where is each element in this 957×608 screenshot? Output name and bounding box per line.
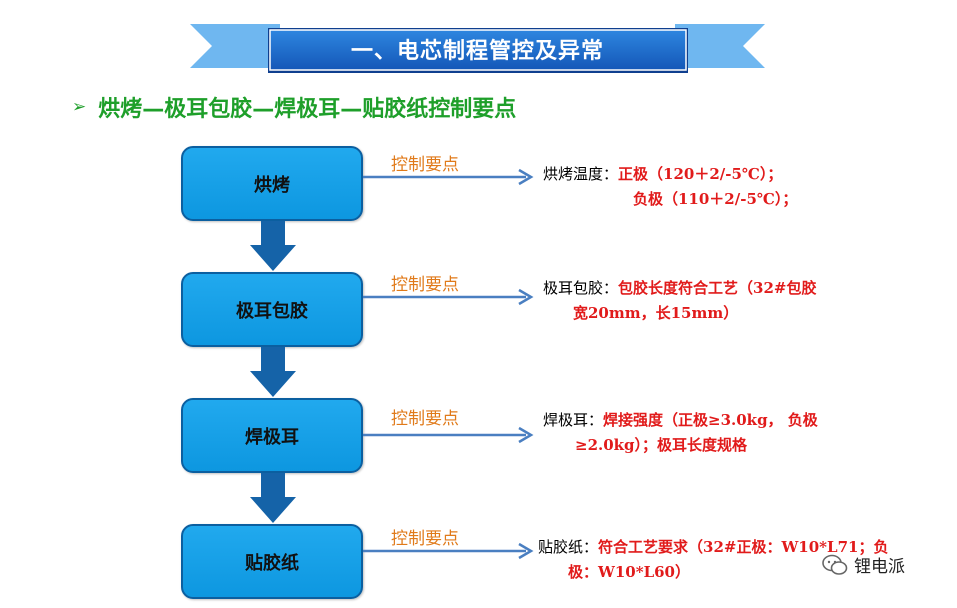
step-box-tab-welding: 焊极耳 [181, 398, 363, 473]
step-box-baking: 烘烤 [181, 146, 363, 221]
detail-tab-welding: 焊极耳：焊接强度（正极≥3.0kg， 负极 ≥2.0kg）；极耳长度规格 [543, 408, 818, 458]
control-points-label: 控制要点 [391, 529, 459, 549]
right-arrow-icon [363, 426, 534, 444]
down-arrow-icon [250, 347, 296, 397]
control-points-label: 控制要点 [391, 155, 459, 175]
detail-value: 正极（120＋2/-5℃）； [618, 165, 783, 183]
detail-baking: 烘烤温度：正极（120＋2/-5℃）； 负极（110＋2/-5℃）； [543, 162, 797, 212]
detail-value: ≥2.0kg）；极耳长度规格 [575, 436, 748, 454]
step-label: 贴胶纸 [245, 552, 299, 574]
detail-label: 烘烤温度： [543, 165, 619, 183]
step-label: 焊极耳 [245, 426, 299, 448]
control-points-label: 控制要点 [391, 275, 459, 295]
title-banner: 一、电芯制程管控及异常 [190, 18, 765, 80]
detail-value: 极：W10*L60） [568, 563, 690, 581]
subtitle-text: 烘烤—极耳包胶—焊极耳—贴胶纸控制要点 [98, 97, 517, 122]
wechat-icon [822, 554, 848, 575]
detail-label: 贴胶纸： [538, 538, 599, 556]
detail-taping: 贴胶纸：符合工艺要求（32#正极：W10*L71；负 极：W10*L60） [538, 535, 888, 585]
watermark-text: 锂电派 [854, 557, 905, 577]
detail-value: 符合工艺要求（32#正极：W10*L71；负 [598, 538, 889, 556]
banner-ribbon [190, 24, 765, 73]
detail-label: 焊极耳： [543, 411, 604, 429]
detail-value: 负极（110＋2/-5℃）； [633, 190, 798, 208]
step-label: 烘烤 [254, 174, 290, 196]
step-label: 极耳包胶 [236, 300, 308, 322]
step-box-taping: 贴胶纸 [181, 524, 363, 599]
detail-tab-taping: 极耳包胶：包胶长度符合工艺（32#包胶 宽20mm，长15mm） [543, 276, 816, 326]
watermark: 锂电派 [822, 552, 905, 577]
banner-title: 一、电芯制程管控及异常 [350, 39, 604, 64]
step-box-tab-taping: 极耳包胶 [181, 272, 363, 347]
detail-value: 包胶长度符合工艺（32#包胶 [618, 279, 817, 297]
down-arrow-icon [250, 221, 296, 271]
right-arrow-icon [363, 168, 534, 186]
section-subtitle: ➢ 烘烤—极耳包胶—焊极耳—贴胶纸控制要点 [72, 92, 516, 122]
right-arrow-icon [363, 288, 534, 306]
detail-value: 焊接强度（正极≥3.0kg， 负极 [603, 411, 818, 429]
control-points-label: 控制要点 [391, 409, 459, 429]
right-arrow-icon [363, 542, 534, 560]
down-arrow-icon [250, 473, 296, 523]
arrow-bullet-icon: ➢ [72, 97, 87, 117]
detail-value: 宽20mm，长15mm） [573, 304, 739, 322]
detail-label: 极耳包胶： [543, 279, 619, 297]
